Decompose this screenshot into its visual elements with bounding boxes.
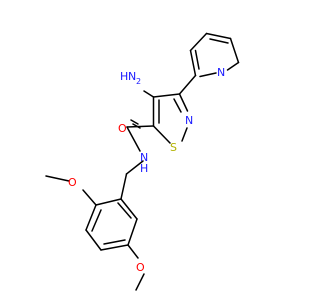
bond bbox=[82, 189, 97, 206]
bond bbox=[199, 72, 217, 78]
amino-h-label: H bbox=[120, 70, 128, 83]
carbonyl-o-label: O bbox=[118, 122, 127, 135]
bond bbox=[103, 239, 126, 245]
isothiazole-s-label: S bbox=[170, 141, 177, 154]
amide-n-label: N bbox=[140, 151, 148, 164]
bond bbox=[127, 244, 139, 259]
bond bbox=[152, 125, 171, 144]
bond bbox=[181, 127, 188, 142]
bond bbox=[132, 123, 141, 129]
bond bbox=[100, 244, 129, 251]
atom-labels: H N 2 O N S N N H O O bbox=[68, 66, 225, 274]
bond bbox=[226, 61, 240, 71]
bond bbox=[135, 273, 145, 291]
amino-n-label: N bbox=[128, 70, 136, 83]
bond bbox=[127, 218, 138, 246]
bond bbox=[45, 175, 70, 182]
bond bbox=[91, 209, 102, 232]
isothiazole-n-label: N bbox=[185, 114, 193, 127]
bond bbox=[120, 198, 138, 220]
bond bbox=[178, 74, 197, 95]
bond bbox=[120, 173, 128, 200]
bond bbox=[173, 98, 182, 113]
bond bbox=[85, 204, 97, 231]
bond bbox=[178, 93, 189, 112]
amino-subscript: 2 bbox=[136, 77, 141, 86]
methoxy-o-lower-label: O bbox=[136, 261, 145, 274]
bond bbox=[85, 229, 102, 251]
bond bbox=[117, 202, 132, 219]
amide-h-label: H bbox=[140, 162, 148, 175]
bond bbox=[143, 90, 155, 98]
bond bbox=[229, 37, 240, 64]
bond bbox=[194, 49, 200, 70]
bond bbox=[189, 49, 197, 77]
bond bbox=[189, 32, 208, 52]
methoxy-o-upper-label: O bbox=[68, 176, 77, 189]
bond bbox=[126, 126, 141, 152]
bonds bbox=[45, 32, 240, 291]
bond bbox=[209, 38, 229, 44]
pyridine-n-label: N bbox=[217, 66, 225, 79]
bond bbox=[95, 198, 122, 206]
bond bbox=[152, 93, 181, 98]
structure-svg: H N 2 O N S N N H O O bbox=[45, 32, 240, 291]
molecule-diagram: H N 2 O N S N N H O O bbox=[45, 32, 240, 291]
bond bbox=[130, 119, 139, 125]
bond bbox=[205, 32, 232, 40]
bond bbox=[126, 125, 155, 128]
bond bbox=[125, 160, 144, 175]
